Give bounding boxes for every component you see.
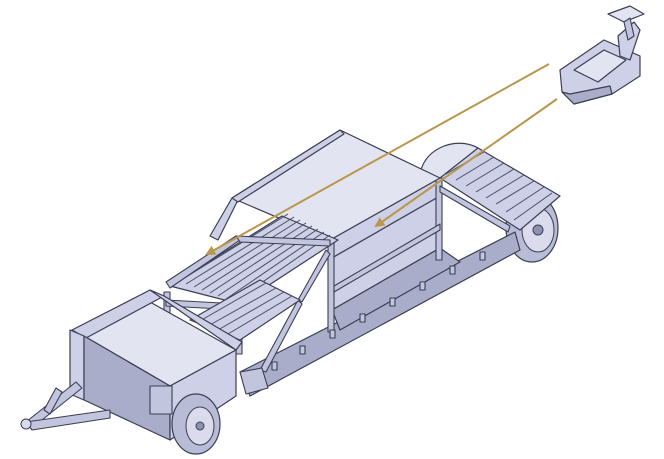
front-wheel [171,393,221,455]
cabin-module [559,5,645,105]
chassis-lower-bracket [239,367,269,395]
assembly-arrows [205,63,558,255]
front-tow-box [69,289,243,441]
middle-cage-slats [197,282,293,335]
front-ramp [165,213,339,373]
assembly-arrow-lower [374,98,558,228]
assembly-arrow-upper [205,63,550,255]
middle-cage [163,279,301,355]
chassis-brackets [271,251,486,371]
rear-ramp [439,147,561,231]
tow-hitch [20,381,111,431]
rear-ramp-slats [445,151,553,221]
